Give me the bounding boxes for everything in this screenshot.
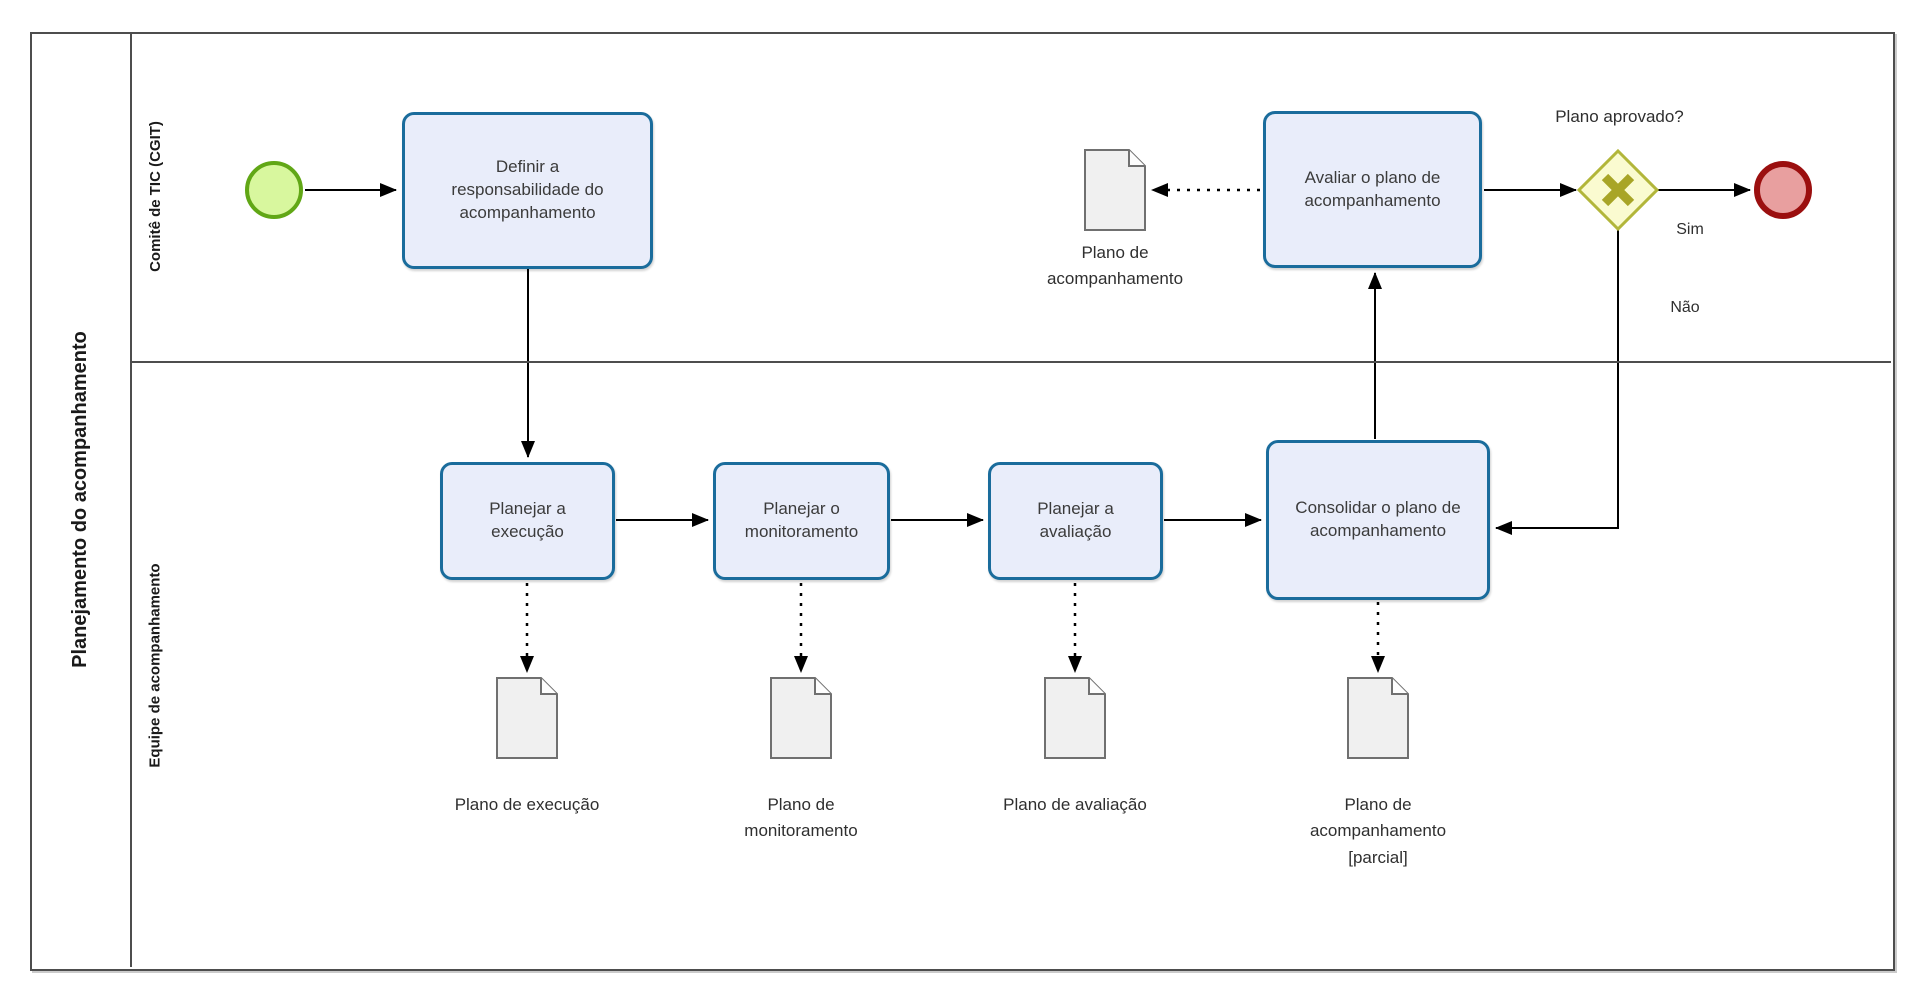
lane-equipe-acompanhamento-label: Equipe de acompanhamento bbox=[146, 562, 164, 768]
document-plano-de-execucao-icon bbox=[496, 677, 558, 759]
task-planejar-execucao-label: Planejar a execução bbox=[489, 499, 566, 541]
task-avaliar-plano: Avaliar o plano de acompanhamento bbox=[1263, 111, 1482, 268]
exclusive-gateway bbox=[1576, 148, 1660, 232]
lane-equipe-acompanhamento: Equipe de acompanhamento bbox=[132, 363, 178, 967]
flow-label-nao: Não bbox=[1670, 299, 1700, 316]
document-plano-acompanhamento-parcial-label: Plano de acompanhamento [parcial] bbox=[1309, 795, 1447, 867]
flow-label-sim: Sim bbox=[1676, 221, 1704, 238]
task-consolidar-plano-label: Consolidar o plano de acompanhamento bbox=[1295, 498, 1461, 540]
document-plano-de-monitoramento-label: Plano de monitoramento bbox=[744, 795, 858, 841]
start-event bbox=[245, 161, 303, 219]
gateway-question-label: Plano aprovado? bbox=[1555, 107, 1684, 126]
task-definir-responsabilidade-label: Definir a responsabilidade do acompanham… bbox=[451, 157, 604, 222]
document-plano-acompanhamento-icon bbox=[1084, 149, 1146, 231]
document-plano-de-avaliacao-icon bbox=[1044, 677, 1106, 759]
task-planejar-execucao: Planejar a execução bbox=[440, 462, 615, 580]
document-plano-de-monitoramento-icon bbox=[770, 677, 832, 759]
end-event bbox=[1754, 161, 1812, 219]
lane-comite-tic-label: Comitê de TIC (CGIT) bbox=[146, 121, 164, 272]
task-planejar-monitoramento-label: Planejar o monitoramento bbox=[744, 499, 859, 541]
task-planejar-avaliacao-label: Planejar a avaliação bbox=[1037, 499, 1114, 541]
pool-title-band: Planejamento do acompanhamento bbox=[30, 32, 132, 967]
document-plano-de-execucao-label: Plano de execução bbox=[454, 795, 600, 814]
lane-comite-tic: Comitê de TIC (CGIT) bbox=[132, 32, 178, 361]
document-plano-acompanhamento-parcial-icon bbox=[1347, 677, 1409, 759]
task-consolidar-plano: Consolidar o plano de acompanhamento bbox=[1266, 440, 1490, 600]
gateway-x-icon bbox=[1601, 173, 1635, 207]
pool-title: Planejamento do acompanhamento bbox=[68, 331, 91, 668]
lane-divider bbox=[132, 361, 1891, 363]
task-definir-responsabilidade: Definir a responsabilidade do acompanham… bbox=[402, 112, 653, 269]
task-planejar-monitoramento: Planejar o monitoramento bbox=[713, 462, 890, 580]
document-plano-acompanhamento-label: Plano de acompanhamento bbox=[1046, 243, 1184, 289]
task-avaliar-plano-label: Avaliar o plano de acompanhamento bbox=[1304, 167, 1441, 210]
pool bbox=[30, 32, 1895, 971]
task-planejar-avaliacao: Planejar a avaliação bbox=[988, 462, 1163, 580]
document-plano-de-avaliacao-label: Plano de avaliação bbox=[1003, 795, 1147, 814]
flow-gateway-nao-to-consolidar bbox=[1495, 229, 1619, 535]
